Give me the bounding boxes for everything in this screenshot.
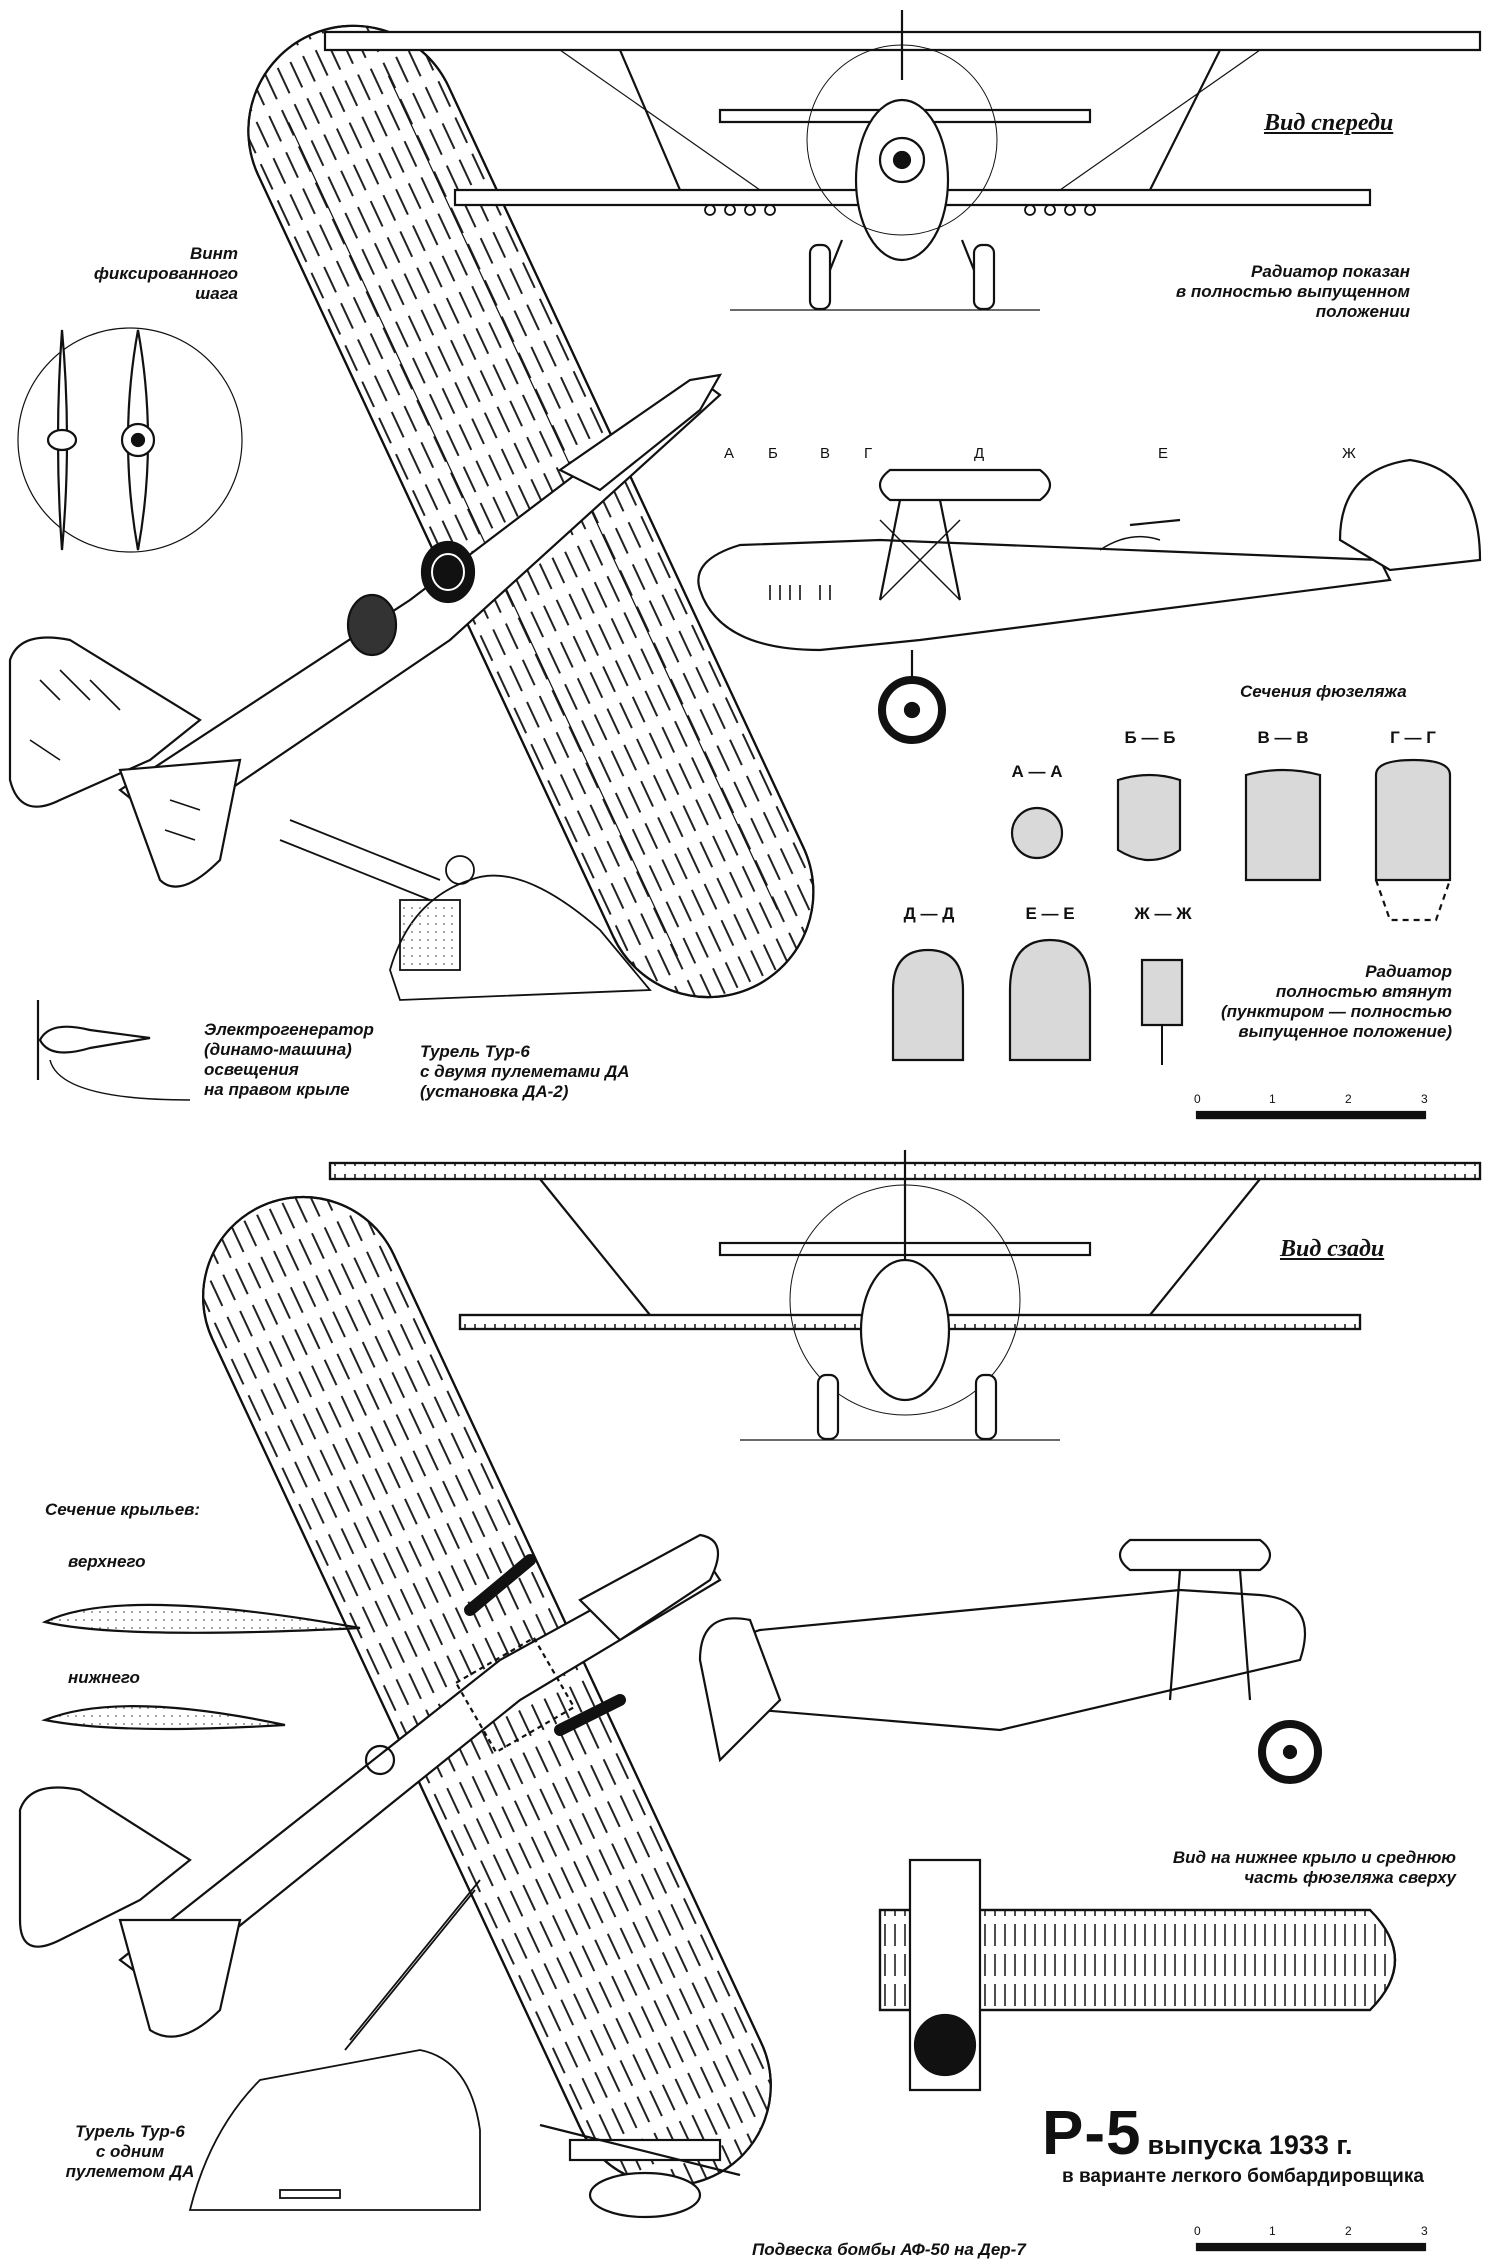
front-view-title: Вид спереди [1264, 110, 1394, 136]
subtitle: в варианте легкого бомбардировщика [1062, 2166, 1424, 2187]
scale-tick: 3 [1421, 2224, 1428, 2238]
side-view-rear [698, 1538, 1322, 1784]
scale-tick: 0 [1194, 2224, 1201, 2238]
scale-bar-bottom [1195, 2242, 1427, 2252]
turret-one-label: Турель Тур-6 с одним пулеметом ДА [65, 2122, 195, 2181]
turret-one-view [188, 1879, 481, 2211]
section-title: Е — Е [1025, 904, 1075, 923]
upper-wing-label: верхнего [68, 1552, 146, 1571]
scale-tick: 0 [1194, 1092, 1201, 1106]
scale-tick: 2 [1345, 2224, 1352, 2238]
bomb-rack-label: Подвеска бомбы АФ-50 на Дер-7 [752, 2240, 1026, 2259]
rear-view [328, 1150, 1482, 1441]
scale-tick: 1 [1269, 1092, 1276, 1106]
station-label: Б [768, 445, 778, 462]
bottom-plan-view [18, 1195, 772, 2187]
radiator-retracted-label: Радиатор полностью втянут (пунктиром — п… [1220, 962, 1452, 1041]
bomb-rack-view [539, 2123, 741, 2219]
station-label: А [724, 445, 735, 462]
top-plan-view [8, 24, 815, 1001]
propeller-view [17, 327, 243, 553]
wing-profiles [41, 1603, 361, 1731]
section-title: Д — Д [903, 904, 955, 923]
lower-wing-top-view [878, 1858, 1397, 2092]
generator-label: Электрогенератор (динамо-машина) освещен… [204, 1020, 374, 1099]
section-title: Г — Г [1390, 728, 1436, 747]
scale-tick: 1 [1269, 2224, 1276, 2238]
section-title: Ж — Ж [1134, 904, 1192, 923]
wing-sections-label: Сечение крыльев: [45, 1500, 201, 1519]
section-title: В — В [1257, 728, 1309, 747]
station-label: В [820, 445, 831, 462]
section-title: А — А [1011, 762, 1063, 781]
turret-two-label: Турель Тур-6 с двумя пулеметами ДА (уста… [420, 1042, 630, 1101]
aircraft-name: Р-5 [1042, 2099, 1142, 2168]
station-label: Ж [1342, 445, 1356, 462]
rear-view-title: Вид сзади [1280, 1236, 1385, 1262]
side-view [697, 458, 1482, 744]
generator-view [36, 1000, 191, 1101]
radiator-extended-label: Радиатор показан в полностью выпущенном … [1175, 262, 1410, 321]
production-year: выпуска 1933 г. [1147, 2130, 1353, 2160]
station-label: Е [1158, 445, 1169, 462]
propeller-label: Винт фиксированного шага [93, 244, 238, 303]
lower-wing-label: нижнего [68, 1668, 140, 1687]
fuselage-sections [891, 758, 1452, 1065]
lower-wing-view-label: Вид на нижнее крыло и среднюю часть фюзе… [1172, 1848, 1456, 1887]
scale-tick: 2 [1345, 1092, 1352, 1106]
station-label: Д [974, 445, 985, 462]
fuselage-sections-label: Сечения фюзеляжа [1240, 682, 1407, 701]
scale-tick: 3 [1421, 1092, 1428, 1106]
section-title: Б — Б [1124, 728, 1176, 747]
front-view [323, 10, 1482, 311]
scale-bar-top [1195, 1110, 1427, 1120]
station-label: Г [864, 445, 873, 462]
